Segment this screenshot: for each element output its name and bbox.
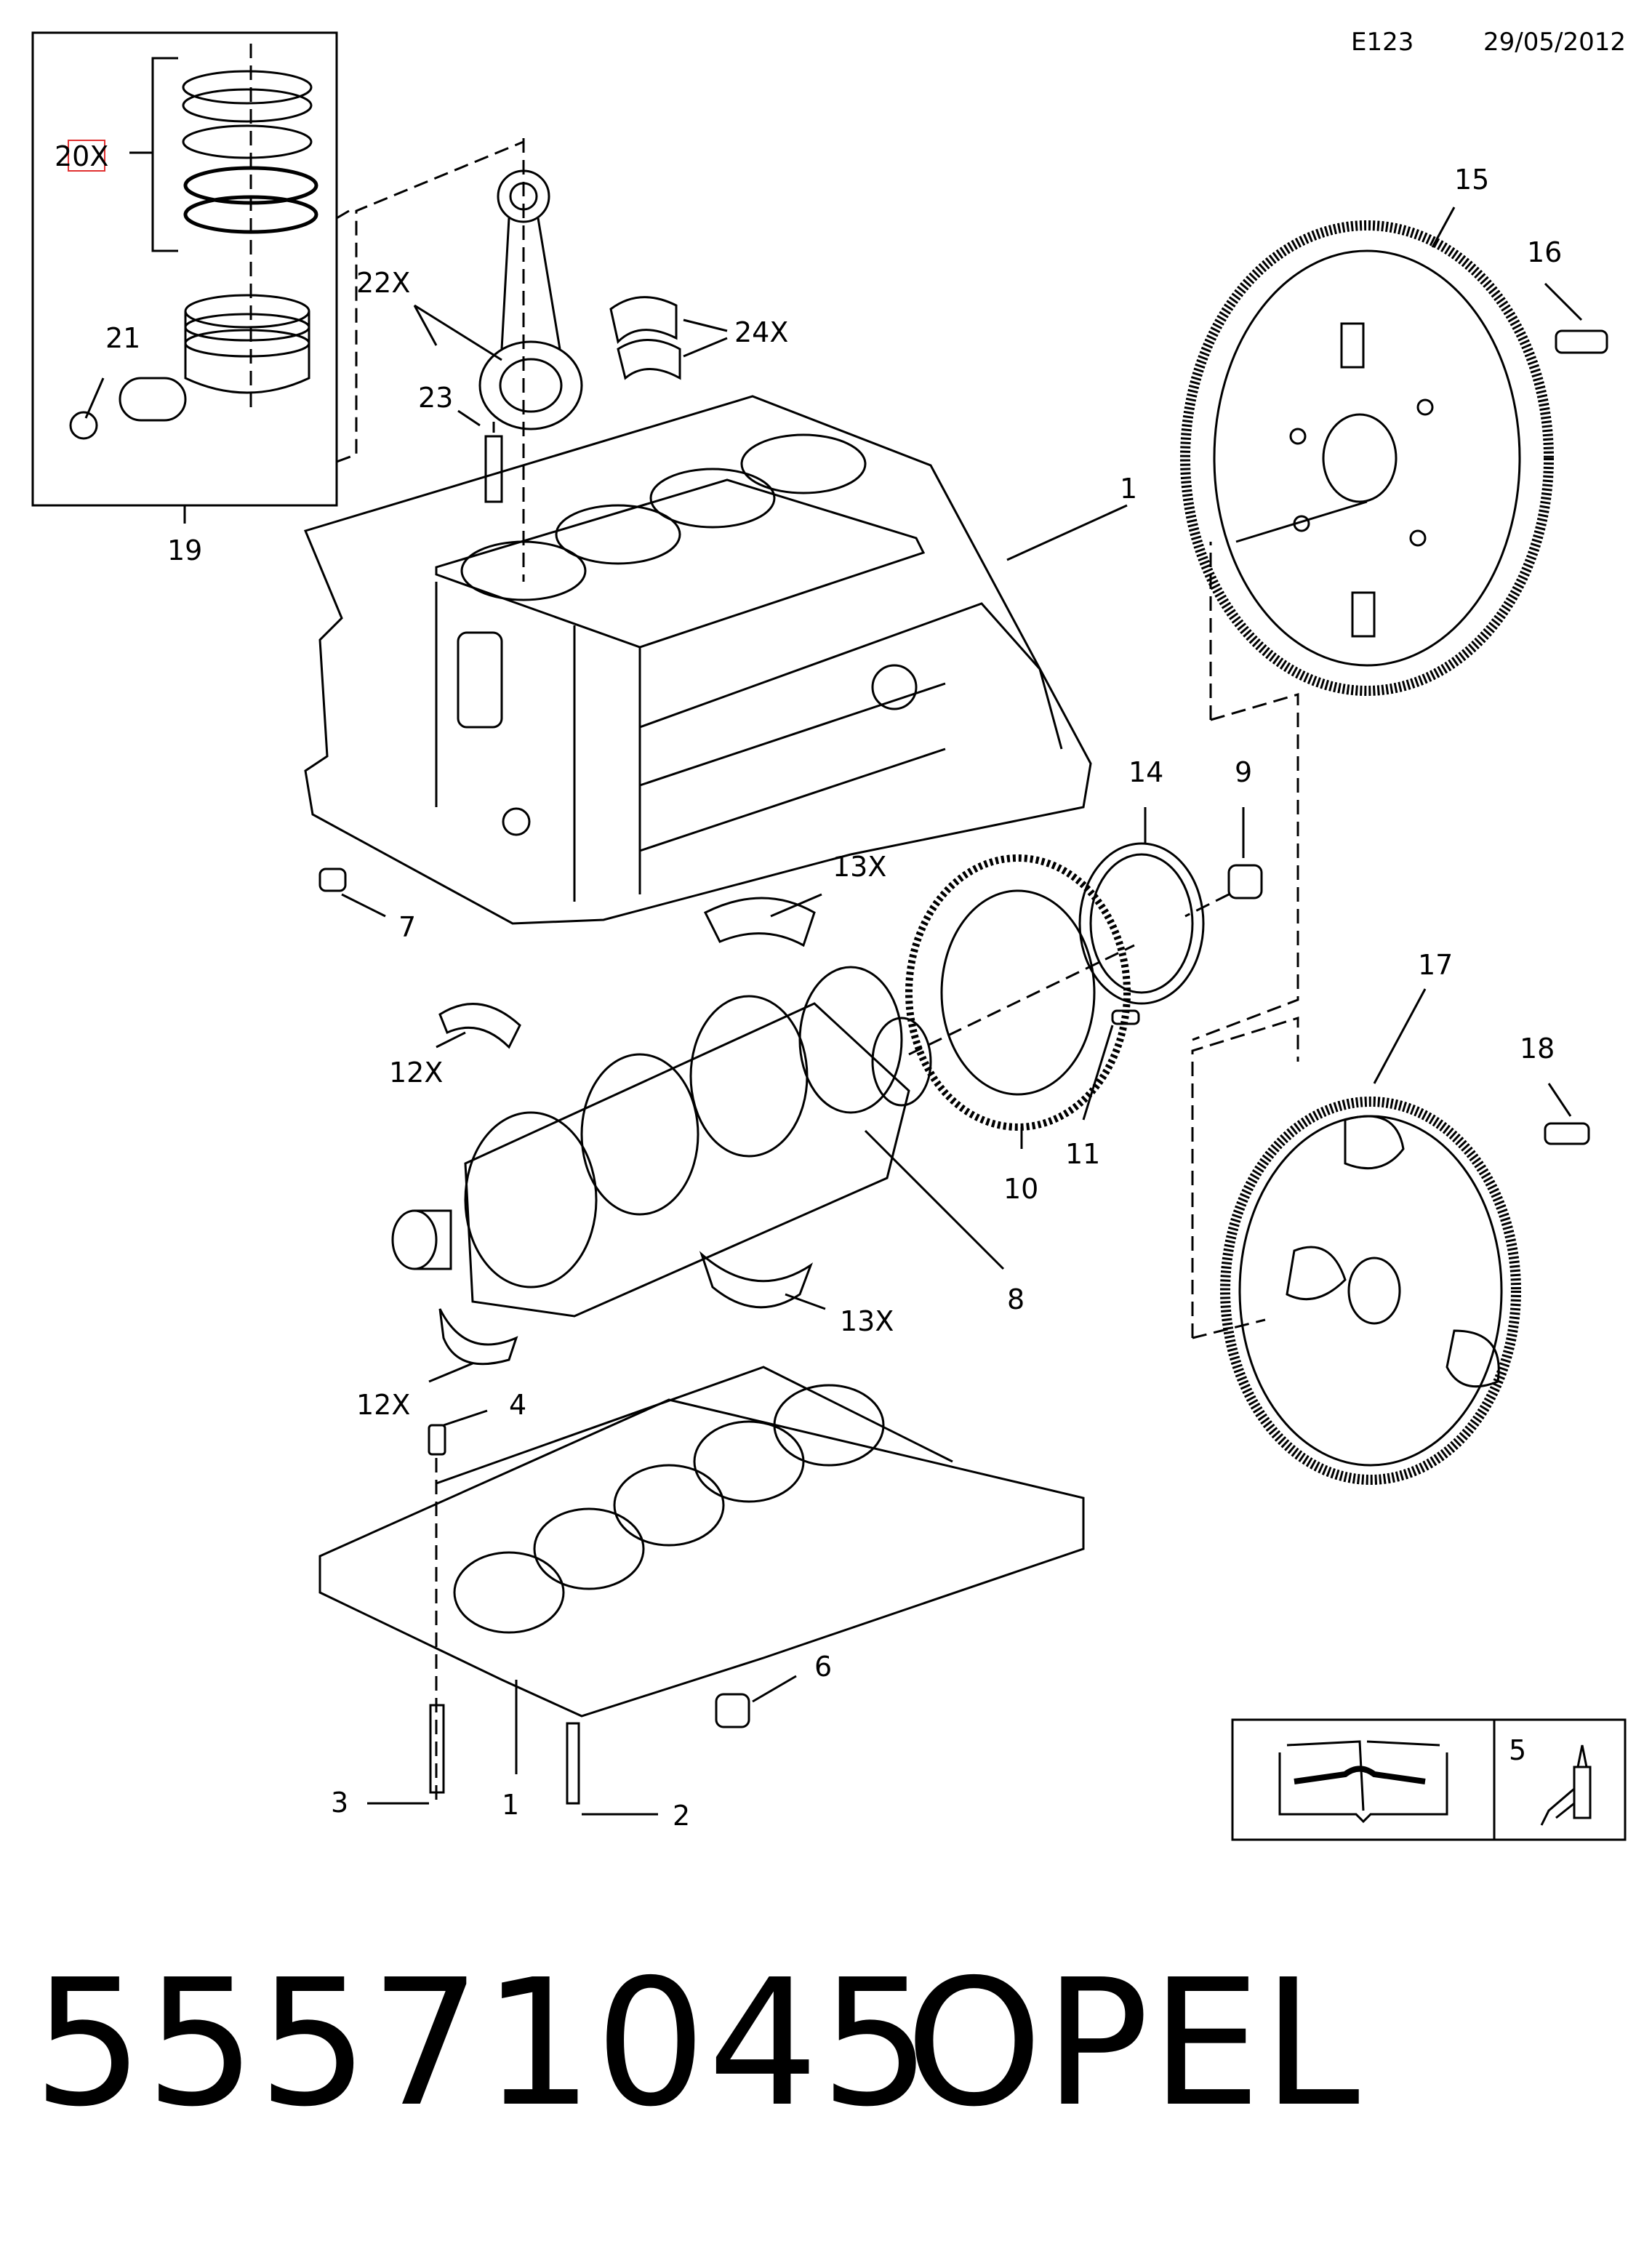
- main-bearing-upper: [703, 897, 816, 947]
- conrod-bearing-shell: [617, 339, 681, 380]
- callout-1-bedplate: 1: [502, 1789, 519, 1821]
- drain-plug: [715, 1693, 750, 1728]
- brand-name: OPEL: [905, 1942, 1361, 2145]
- callout-17: 17: [1418, 949, 1453, 981]
- piston-ring: [182, 124, 313, 159]
- bedplate: [318, 1366, 1085, 1718]
- thrust-bearing-upper: [438, 1003, 521, 1049]
- diagram-code: E123: [1351, 28, 1414, 57]
- bedplate-bolt-long: [429, 1704, 445, 1794]
- crankshaft: [391, 966, 932, 1318]
- callout-19: 19: [167, 534, 202, 566]
- callout-4: 4: [509, 1389, 526, 1421]
- special-tool-icon: [1540, 1744, 1592, 1826]
- thrust-bearing-lower: [438, 1308, 518, 1366]
- callout-12x-lower: 12X: [356, 1389, 410, 1421]
- callout-18: 18: [1520, 1033, 1555, 1065]
- callout-11: 11: [1065, 1138, 1100, 1170]
- reluctor-ring: [905, 854, 1131, 1131]
- callout-16: 16: [1527, 236, 1562, 268]
- connecting-rod: [478, 169, 583, 430]
- block-plug: [318, 867, 347, 892]
- callout-8: 8: [1007, 1283, 1025, 1315]
- callout-9: 9: [1235, 756, 1252, 788]
- diagram-date: 29/05/2012: [1483, 28, 1626, 57]
- flexplate-bolt: [1544, 1122, 1590, 1145]
- flywheel-bolt: [1555, 329, 1608, 354]
- conrod-bearing-shell: [609, 296, 678, 344]
- callout-highlight: [68, 140, 105, 172]
- callout-10: 10: [1003, 1173, 1038, 1205]
- circlip: [69, 411, 98, 440]
- callout-14: 14: [1128, 756, 1163, 788]
- callout-23: 23: [418, 382, 453, 414]
- conrod-bolt: [484, 435, 503, 503]
- piston-ring: [182, 88, 313, 123]
- cylinder-block: [303, 395, 1092, 925]
- callout-15: 15: [1454, 164, 1489, 196]
- piston-ring: [182, 70, 313, 105]
- piston-pin: [119, 377, 187, 422]
- flexplate: [1220, 1097, 1521, 1485]
- callout-22x: 22X: [356, 267, 410, 299]
- callout-5: 5: [1509, 1734, 1526, 1766]
- legend-box: [1231, 1718, 1627, 1841]
- dowel-pin: [428, 1424, 446, 1456]
- piston: [69, 294, 310, 440]
- workshop-manual-icon: [1278, 1740, 1448, 1824]
- callout-20x: 20X: [55, 140, 108, 172]
- main-bearing-lower: [699, 1251, 814, 1309]
- callout-3: 3: [331, 1787, 348, 1819]
- rear-main-seal: [1078, 842, 1205, 1005]
- callout-2: 2: [673, 1800, 690, 1832]
- callout-7: 7: [398, 911, 416, 943]
- callout-13x-lower: 13X: [840, 1305, 894, 1337]
- bedplate-bolt-short: [566, 1722, 580, 1805]
- callout-24x: 24X: [734, 316, 788, 348]
- reluctor-screw: [1111, 1009, 1140, 1025]
- callout-21: 21: [105, 322, 140, 354]
- pilot-bushing: [1227, 864, 1263, 899]
- part-number: 55571045: [33, 1942, 933, 2145]
- dual-mass-flywheel: [1180, 220, 1554, 696]
- callout-13x-upper: 13X: [833, 851, 886, 883]
- callout-6: 6: [814, 1651, 832, 1683]
- callout-1-block: 1: [1120, 473, 1137, 505]
- callout-12x-upper: 12X: [389, 1057, 443, 1089]
